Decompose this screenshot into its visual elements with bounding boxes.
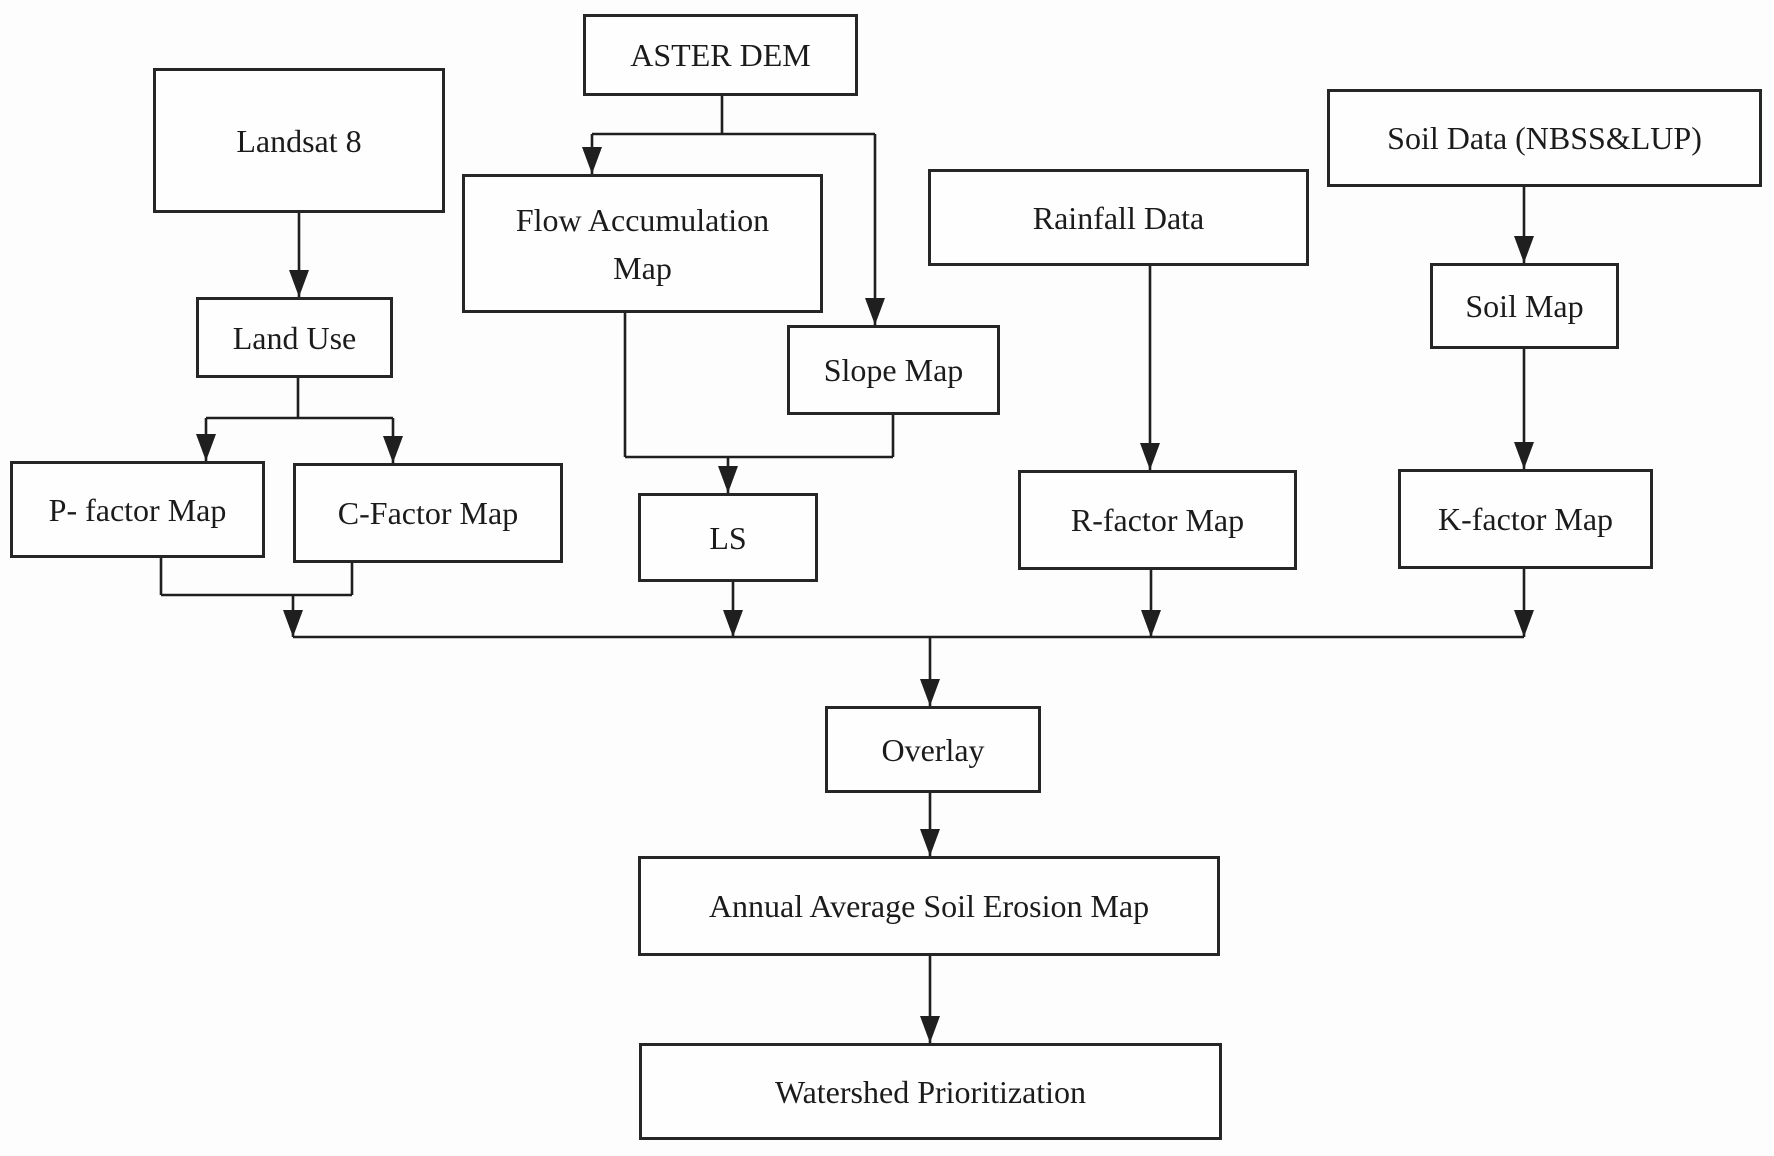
flow-node-landsat-8: Landsat 8 bbox=[153, 68, 445, 213]
arrowhead-landuse-to-cfactor bbox=[383, 436, 403, 463]
flow-node-ls: LS bbox=[638, 493, 818, 582]
flow-node-soil-map: Soil Map bbox=[1430, 263, 1619, 349]
flow-node-r-factor-map: R-factor Map bbox=[1018, 470, 1297, 570]
flow-node-land-use: Land Use bbox=[196, 297, 393, 378]
flow-node-aster-dem: ASTER DEM bbox=[583, 14, 858, 96]
flow-node-soil-data: Soil Data (NBSS&LUP) bbox=[1327, 89, 1762, 187]
arrowhead-overlay-to-annual bbox=[920, 829, 940, 856]
arrowhead-kfactor-to-bus bbox=[1514, 610, 1534, 637]
arrowhead-asterdem-to-flowacc bbox=[582, 147, 602, 174]
flow-node-rainfall-data: Rainfall Data bbox=[928, 169, 1309, 266]
flow-node-watershed-prioritization: Watershed Prioritization bbox=[639, 1043, 1222, 1140]
arrowhead-asterdem-to-slopemap bbox=[865, 298, 885, 325]
arrowhead-rainfall-to-rfactor bbox=[1140, 443, 1160, 470]
arrowhead-soilmap-to-kfactor bbox=[1514, 442, 1534, 469]
arrowhead-soildata-to-soilmap bbox=[1514, 236, 1534, 263]
flow-node-p-factor-map: P- factor Map bbox=[10, 461, 265, 558]
arrowhead-landuse-to-pfactor bbox=[196, 434, 216, 461]
flow-node-c-factor-map: C-Factor Map bbox=[293, 463, 563, 563]
flow-node-slope-map: Slope Map bbox=[787, 325, 1000, 415]
arrowhead-ls-to-bus bbox=[723, 610, 743, 637]
arrowhead-landsat-to-landuse bbox=[289, 270, 309, 297]
flow-node-annual-average-soil-erosion-map: Annual Average Soil Erosion Map bbox=[638, 856, 1220, 956]
flow-node-flow-accumulation-map: Flow Accumulation Map bbox=[462, 174, 823, 313]
arrowhead-rfactor-to-bus bbox=[1141, 610, 1161, 637]
arrowhead-pc-merge-to-bus bbox=[283, 610, 303, 637]
flow-node-overlay: Overlay bbox=[825, 706, 1041, 793]
arrowhead-bus-to-overlay bbox=[920, 679, 940, 706]
arrowhead-join-to-ls bbox=[718, 466, 738, 493]
arrowhead-annual-to-watershed bbox=[920, 1016, 940, 1043]
flow-node-k-factor-map: K-factor Map bbox=[1398, 469, 1653, 569]
